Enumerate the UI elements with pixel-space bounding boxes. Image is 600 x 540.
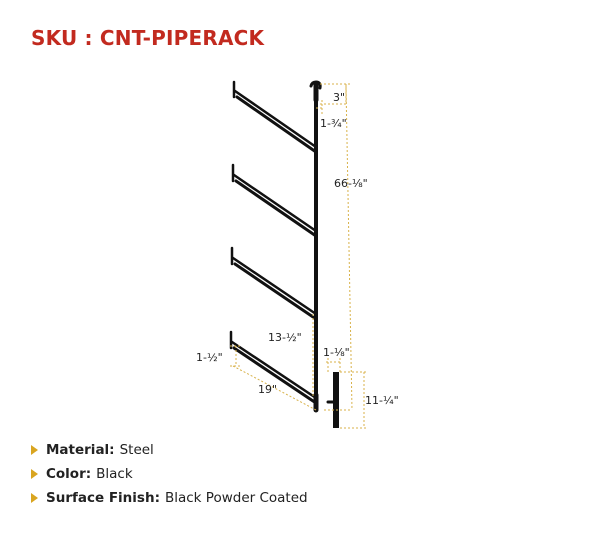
spec-value: Steel [119,442,154,458]
spec-surface-finish: Surface Finish: Black Powder Coated [31,486,308,510]
spec-list: Material: Steel Color: Black Surface Fin… [31,438,308,510]
bullet-arrow-icon [31,493,38,503]
dim-plate-height: 11-¼" [365,394,399,407]
spec-value: Black Powder Coated [164,490,308,506]
dim-arm-lip: 1-½" [196,351,223,364]
dim-top-offset: 1-¾" [320,117,347,130]
spec-color: Color: Black [31,462,308,486]
dim-total-height: 66-⅛" [334,177,368,190]
spec-value: Black [96,466,133,482]
spec-material: Material: Steel [31,438,308,462]
dim-top-depth: 3" [333,91,345,104]
dim-arm-length: 19" [258,383,277,396]
spec-label: Material: [46,442,115,458]
spec-label: Color: [46,466,92,482]
spec-label: Surface Finish: [46,490,160,506]
sku-title: SKU : CNT-PIPERACK [31,26,265,50]
bullet-arrow-icon [31,469,38,479]
dimension-lines [230,83,368,429]
bullet-arrow-icon [31,445,38,455]
dim-arm-spacing: 13-½" [268,331,302,344]
pipe-rack-illustration [229,80,339,428]
dim-plate-width: 1-⅛" [323,346,350,359]
